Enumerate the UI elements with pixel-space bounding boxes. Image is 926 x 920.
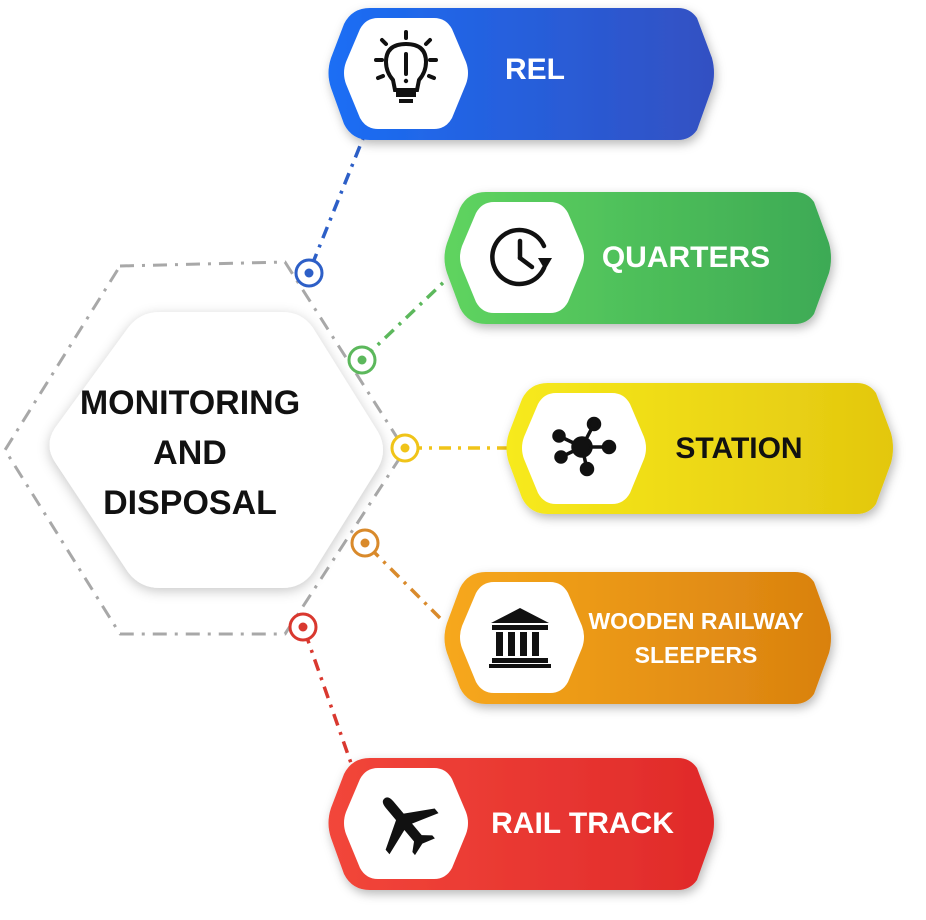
connector-rail-track [303,631,354,767]
center-title-line-2: AND [153,434,227,472]
banner-station [506,383,893,514]
banner-quarters [444,192,831,324]
node-quarters [347,345,377,375]
network-nodes-icon [552,416,617,477]
node-rel [294,258,324,288]
lightbulb-alert-icon [374,30,438,103]
center-title-line-3: DISPOSAL [103,484,277,522]
bank-building-icon [489,608,551,668]
connector-rel [310,135,366,266]
center-hexagon [49,312,383,588]
center-title: MONITORING AND DISPOSAL [40,378,340,528]
banner-rel [328,8,714,140]
label-quarters: QUARTERS [601,241,771,274]
label-sleepers-line-1: WOODEN RAILWAY [588,608,804,634]
banner-rail-track [328,758,714,890]
node-sleepers [350,528,380,558]
airplane-icon [382,797,439,856]
center-title-line-1: MONITORING [79,384,301,422]
label-station: STATION [675,432,803,465]
clock-refresh-icon [490,227,552,287]
label-sleepers: WOODEN RAILWAY SLEEPERS [578,604,814,672]
connector-sleepers [368,546,442,620]
label-rel: REL [505,53,565,86]
connector-quarters [362,276,450,360]
node-rail-track [288,612,318,642]
banner-sleepers [444,572,831,704]
node-station [390,433,420,463]
label-sleepers-line-2: SLEEPERS [634,642,758,668]
label-rail-track: RAIL TRACK [491,807,674,840]
outer-dashed-hexagon [3,260,407,636]
